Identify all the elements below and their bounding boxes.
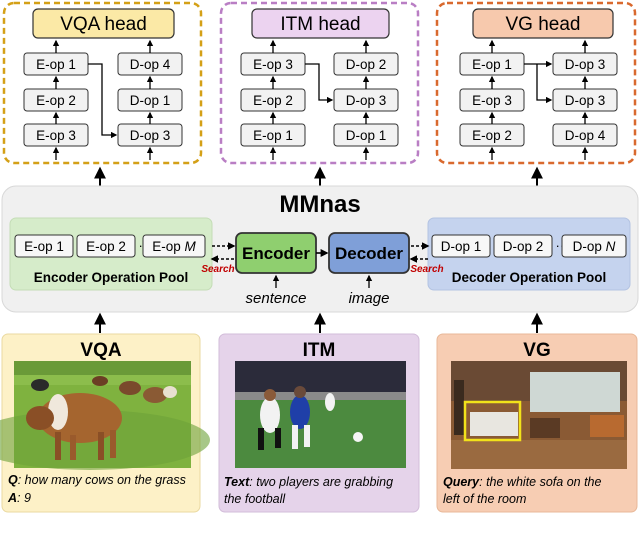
decoder-pool-op-n-prefix: D-op [573, 239, 606, 254]
vg-left-op-3: E-op 2 [472, 128, 512, 143]
vg-left-op-2: E-op 3 [472, 93, 512, 108]
vqa-answer: A: 9 [7, 491, 31, 505]
itm-right-op-1: D-op 2 [346, 57, 387, 72]
vqa-right-op-1: D-op 4 [130, 57, 171, 72]
itm-right-op-3: D-op 1 [346, 128, 387, 143]
vg-right-op-2: D-op 3 [565, 93, 606, 108]
itm-text-line2: the football [224, 492, 286, 506]
itm-text-line1: Text: two players are grabbing [224, 475, 393, 489]
search-label-left: Search [201, 264, 234, 275]
vg-head-panel: VG head E-op 1 E-op 3 E-op 2 D-op 3 D-op… [435, 1, 637, 165]
vqa-question-text: : how many cows on the grass [18, 473, 186, 487]
encoder-label: Encoder [242, 244, 310, 263]
mmnas-panel: MMnas E-op 1 E-op 2 ··· E-op M Encoder O… [1, 185, 639, 313]
decoder-pool-op-n-var: N [606, 239, 616, 254]
decoder-pool-op-1: D-op 1 [441, 239, 482, 254]
image-label: image [349, 290, 390, 307]
vg-task-panel: VG Query: the white sofa on the left of … [436, 333, 638, 513]
encoder-pool-label: Encoder Operation Pool [34, 270, 189, 285]
vqa-left-op-2: E-op 2 [36, 93, 76, 108]
sentence-label: sentence [246, 290, 307, 307]
vqa-head-panel: VQA head E-op 1 E-op 2 E-op 3 D-op 4 D-o… [2, 1, 203, 165]
vg-right-op-1: D-op 3 [565, 57, 606, 72]
encoder-pool-op-1: E-op 1 [24, 239, 64, 254]
vg-photo [451, 361, 627, 469]
vqa-answer-text: : 9 [17, 491, 31, 505]
decoder-label: Decoder [335, 244, 403, 263]
vqa-photo [0, 361, 210, 470]
itm-photo [235, 361, 406, 468]
decoder-block [328, 232, 410, 274]
encoder-pool-op-2: E-op 2 [86, 239, 126, 254]
encoder-pool-op-m-var: M [185, 239, 197, 254]
vqa-left-op-1: E-op 1 [36, 57, 76, 72]
vg-left-op-1: E-op 1 [472, 57, 512, 72]
vg-task-title: VG [523, 340, 550, 361]
mmnas-title: MMnas [279, 191, 360, 218]
search-label-right: Search [410, 264, 443, 275]
vg-query-value-1: : the white sofa on the [479, 475, 601, 489]
vg-head-title: VG head [506, 14, 581, 35]
vg-query-line1: Query: the white sofa on the [443, 475, 601, 489]
decoder-pool-op-2: D-op 2 [503, 239, 544, 254]
encoder-operation-pool: E-op 1 E-op 2 ··· E-op M Encoder Operati… [9, 217, 213, 291]
encoder-pool-op-m: E-op M [152, 239, 196, 254]
itm-text-value-1: : two players are grabbing [249, 475, 393, 489]
itm-task-panel: ITM Text: two players are grabbing the f… [218, 333, 420, 513]
decoder-operation-pool: D-op 1 D-op 2 ··· D-op N Decoder Operati… [427, 217, 631, 291]
encoder-pool-op-m-prefix: E-op [152, 239, 184, 254]
vqa-answer-key: A [7, 491, 17, 505]
vqa-left-op-3: E-op 3 [36, 128, 76, 143]
vqa-task-title: VQA [80, 340, 121, 361]
itm-right-op-2: D-op 3 [346, 93, 387, 108]
itm-left-op-1: E-op 3 [253, 57, 293, 72]
itm-head-panel: ITM head E-op 3 E-op 2 E-op 1 D-op 2 D-o… [219, 1, 420, 165]
itm-left-op-3: E-op 1 [253, 128, 293, 143]
vg-query-key: Query [443, 475, 480, 489]
vqa-right-op-3: D-op 3 [130, 128, 171, 143]
decoder-pool-op-n: D-op N [573, 239, 616, 254]
itm-text-key: Text [224, 475, 250, 489]
itm-left-op-2: E-op 2 [253, 93, 293, 108]
vqa-task-panel: VQA Q: how many cows on the grass A: 9 [0, 333, 210, 513]
vg-right-op-3: D-op 4 [565, 128, 606, 143]
vqa-question: Q: how many cows on the grass [8, 473, 186, 487]
vqa-right-op-2: D-op 1 [130, 93, 171, 108]
vg-query-line2: left of the room [443, 492, 526, 506]
vqa-head-title: VQA head [60, 14, 147, 35]
itm-head-title: ITM head [280, 14, 360, 35]
vqa-question-key: Q [8, 473, 18, 487]
decoder-pool-label: Decoder Operation Pool [452, 270, 607, 285]
itm-task-title: ITM [303, 340, 336, 361]
